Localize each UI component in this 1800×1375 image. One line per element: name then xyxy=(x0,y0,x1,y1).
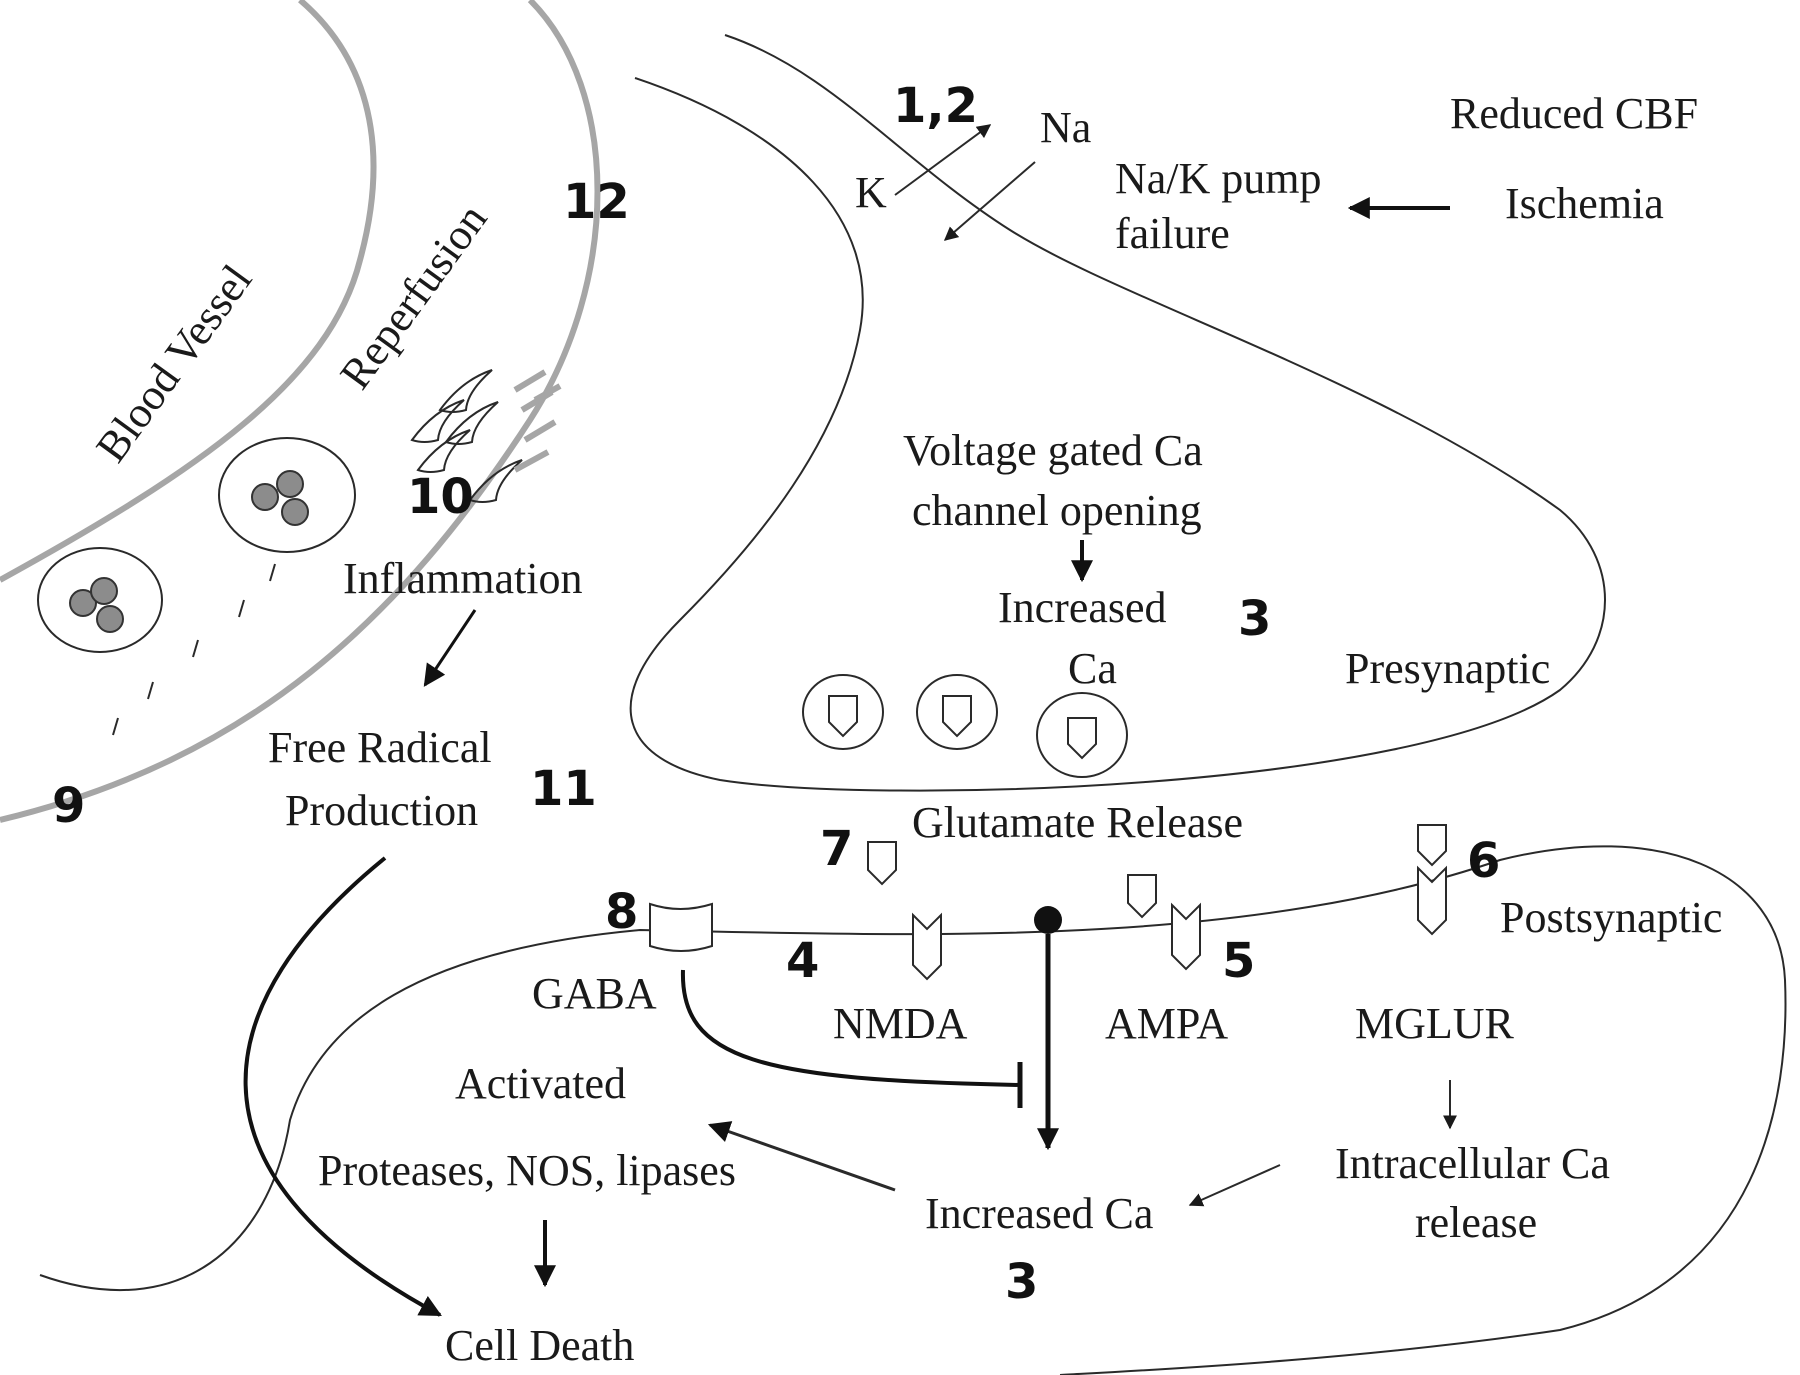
step-number-1-2: 1,2 xyxy=(893,78,978,134)
vesicle xyxy=(802,674,884,750)
label-ischemia: Ischemia xyxy=(1505,179,1664,228)
label-proteases: Proteases, NOS, lipases xyxy=(318,1146,736,1195)
step-number-10: 10 xyxy=(407,469,474,525)
leukocyte-right xyxy=(218,437,356,553)
label-glutamate-release: Glutamate Release xyxy=(912,798,1243,847)
na-influx-arrow xyxy=(943,161,1036,241)
leukocyte-left xyxy=(37,547,163,653)
k-efflux-arrow xyxy=(894,124,992,196)
label-activated: Activated xyxy=(455,1059,626,1108)
label-presynaptic: Presynaptic xyxy=(1345,644,1550,693)
label-mglur: MGLUR xyxy=(1355,999,1515,1048)
label-postsynaptic: Postsynaptic xyxy=(1500,893,1722,942)
label-vgcc-line1: Voltage gated Ca xyxy=(903,426,1203,475)
label-intracellular-line2: release xyxy=(1415,1198,1537,1247)
step-number-4: 4 xyxy=(786,933,819,989)
channel-pore-icon xyxy=(1034,906,1062,934)
inflammation-arrow xyxy=(423,609,477,687)
label-increased-pre-line1: Increased xyxy=(998,583,1167,632)
label-na: Na xyxy=(1040,103,1091,152)
step-number-9: 9 xyxy=(52,778,85,834)
vessel-outer-wall xyxy=(0,0,377,583)
reperfusion-dashes xyxy=(513,369,562,473)
label-cell-death: Cell Death xyxy=(445,1321,634,1370)
reperfusion-wisps xyxy=(410,369,523,503)
label-increased-pre-line2: Ca xyxy=(1068,644,1117,693)
label-reperfusion: Reperfusion xyxy=(330,195,496,398)
mglur-glutamate-icon xyxy=(1417,824,1447,867)
mglur-receptor-icon xyxy=(1417,865,1447,936)
step-number-3-post: 3 xyxy=(1005,1254,1038,1310)
label-reduced-cbf: Reduced CBF xyxy=(1450,89,1698,138)
label-inflammation: Inflammation xyxy=(343,554,583,603)
gaba-inhibition-line xyxy=(680,969,1021,1087)
vesicle xyxy=(1036,692,1128,778)
postsynaptic-membrane xyxy=(39,845,1787,1375)
label-blood-vessel: Blood Vessel xyxy=(86,256,261,471)
label-free-radical-line1: Free Radical xyxy=(268,723,492,772)
gaba-receptor-icon xyxy=(649,902,713,952)
intracellular-to-ca-arrow xyxy=(1188,1164,1281,1207)
step-number-7: 7 xyxy=(820,821,853,877)
label-vgcc-line2: channel opening xyxy=(912,486,1202,535)
ca-to-activated-arrow xyxy=(707,1121,896,1192)
label-ampa: AMPA xyxy=(1105,999,1228,1048)
ampa-receptor-icon xyxy=(1171,902,1201,971)
label-nmda: NMDA xyxy=(833,999,968,1048)
step-number-6: 6 xyxy=(1467,833,1500,889)
presynaptic-membrane xyxy=(629,34,1606,792)
label-intracellular-line1: Intracellular Ca xyxy=(1335,1139,1610,1188)
step-number-11: 11 xyxy=(530,761,597,817)
step-number-5: 5 xyxy=(1222,933,1255,989)
label-gaba: GABA xyxy=(532,969,657,1018)
label-free-radical-line2: Production xyxy=(285,786,478,835)
step-number-8: 8 xyxy=(605,884,638,940)
vesicle xyxy=(916,674,998,750)
label-increased-ca-post: Increased Ca xyxy=(925,1189,1153,1238)
glutamate-molecule-icon xyxy=(1127,874,1157,919)
step-number-3-pre: 3 xyxy=(1238,591,1271,647)
label-k: K xyxy=(855,168,887,217)
glutamate-molecule-icon xyxy=(867,841,897,886)
label-pump-line1: Na/K pump xyxy=(1115,154,1322,203)
label-pump-line2: failure xyxy=(1115,209,1230,258)
nmda-receptor-icon xyxy=(912,912,942,981)
free-radical-to-death-arrow xyxy=(243,856,442,1317)
step-number-12: 12 xyxy=(563,174,630,230)
vessel-inner-wall xyxy=(0,0,601,823)
